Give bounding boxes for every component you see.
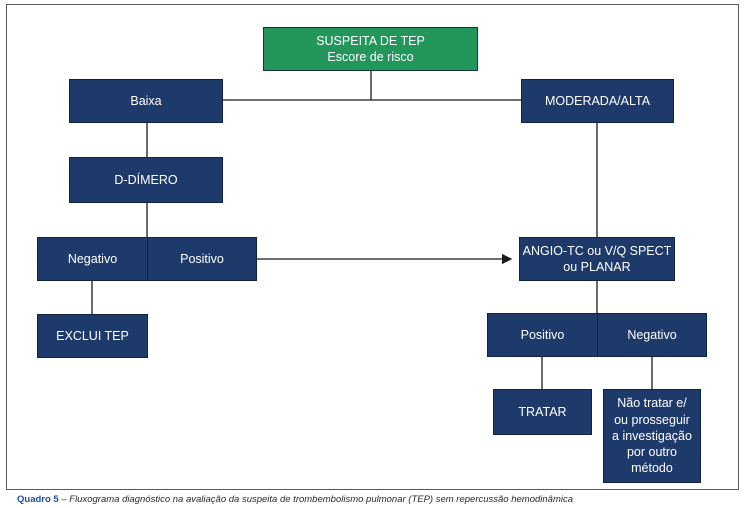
diagram-frame	[6, 4, 739, 490]
node-angio-positive: Positivo	[487, 313, 598, 357]
node-angio-ct: ANGIO-TC ou V/Q SPECT ou PLANAR	[519, 237, 675, 281]
node-exclude-pe: EXCLUI TEP	[37, 314, 148, 358]
node-treat: TRATAR	[493, 389, 592, 435]
node-d-dimer: D-DÍMERO	[69, 157, 223, 203]
node-d-dimer-negative: Negativo	[37, 237, 148, 281]
caption-label: Quadro 5	[17, 494, 59, 505]
node-suspected-pe: SUSPEITA DE TEP Escore de risco	[263, 27, 478, 71]
figure-caption: Quadro 5 – Fluxograma diagnóstico na ava…	[17, 494, 573, 505]
caption-text: Fluxograma diagnóstico na avaliação da s…	[69, 494, 574, 505]
node-d-dimer-positive: Positivo	[147, 237, 257, 281]
node-no-treat: Não tratar e/ ou prosseguir a investigaç…	[603, 389, 701, 483]
node-low-risk: Baixa	[69, 79, 223, 123]
node-angio-negative: Negativo	[597, 313, 707, 357]
caption-separator: –	[58, 494, 70, 505]
node-moderate-high-risk: MODERADA/ALTA	[521, 79, 674, 123]
